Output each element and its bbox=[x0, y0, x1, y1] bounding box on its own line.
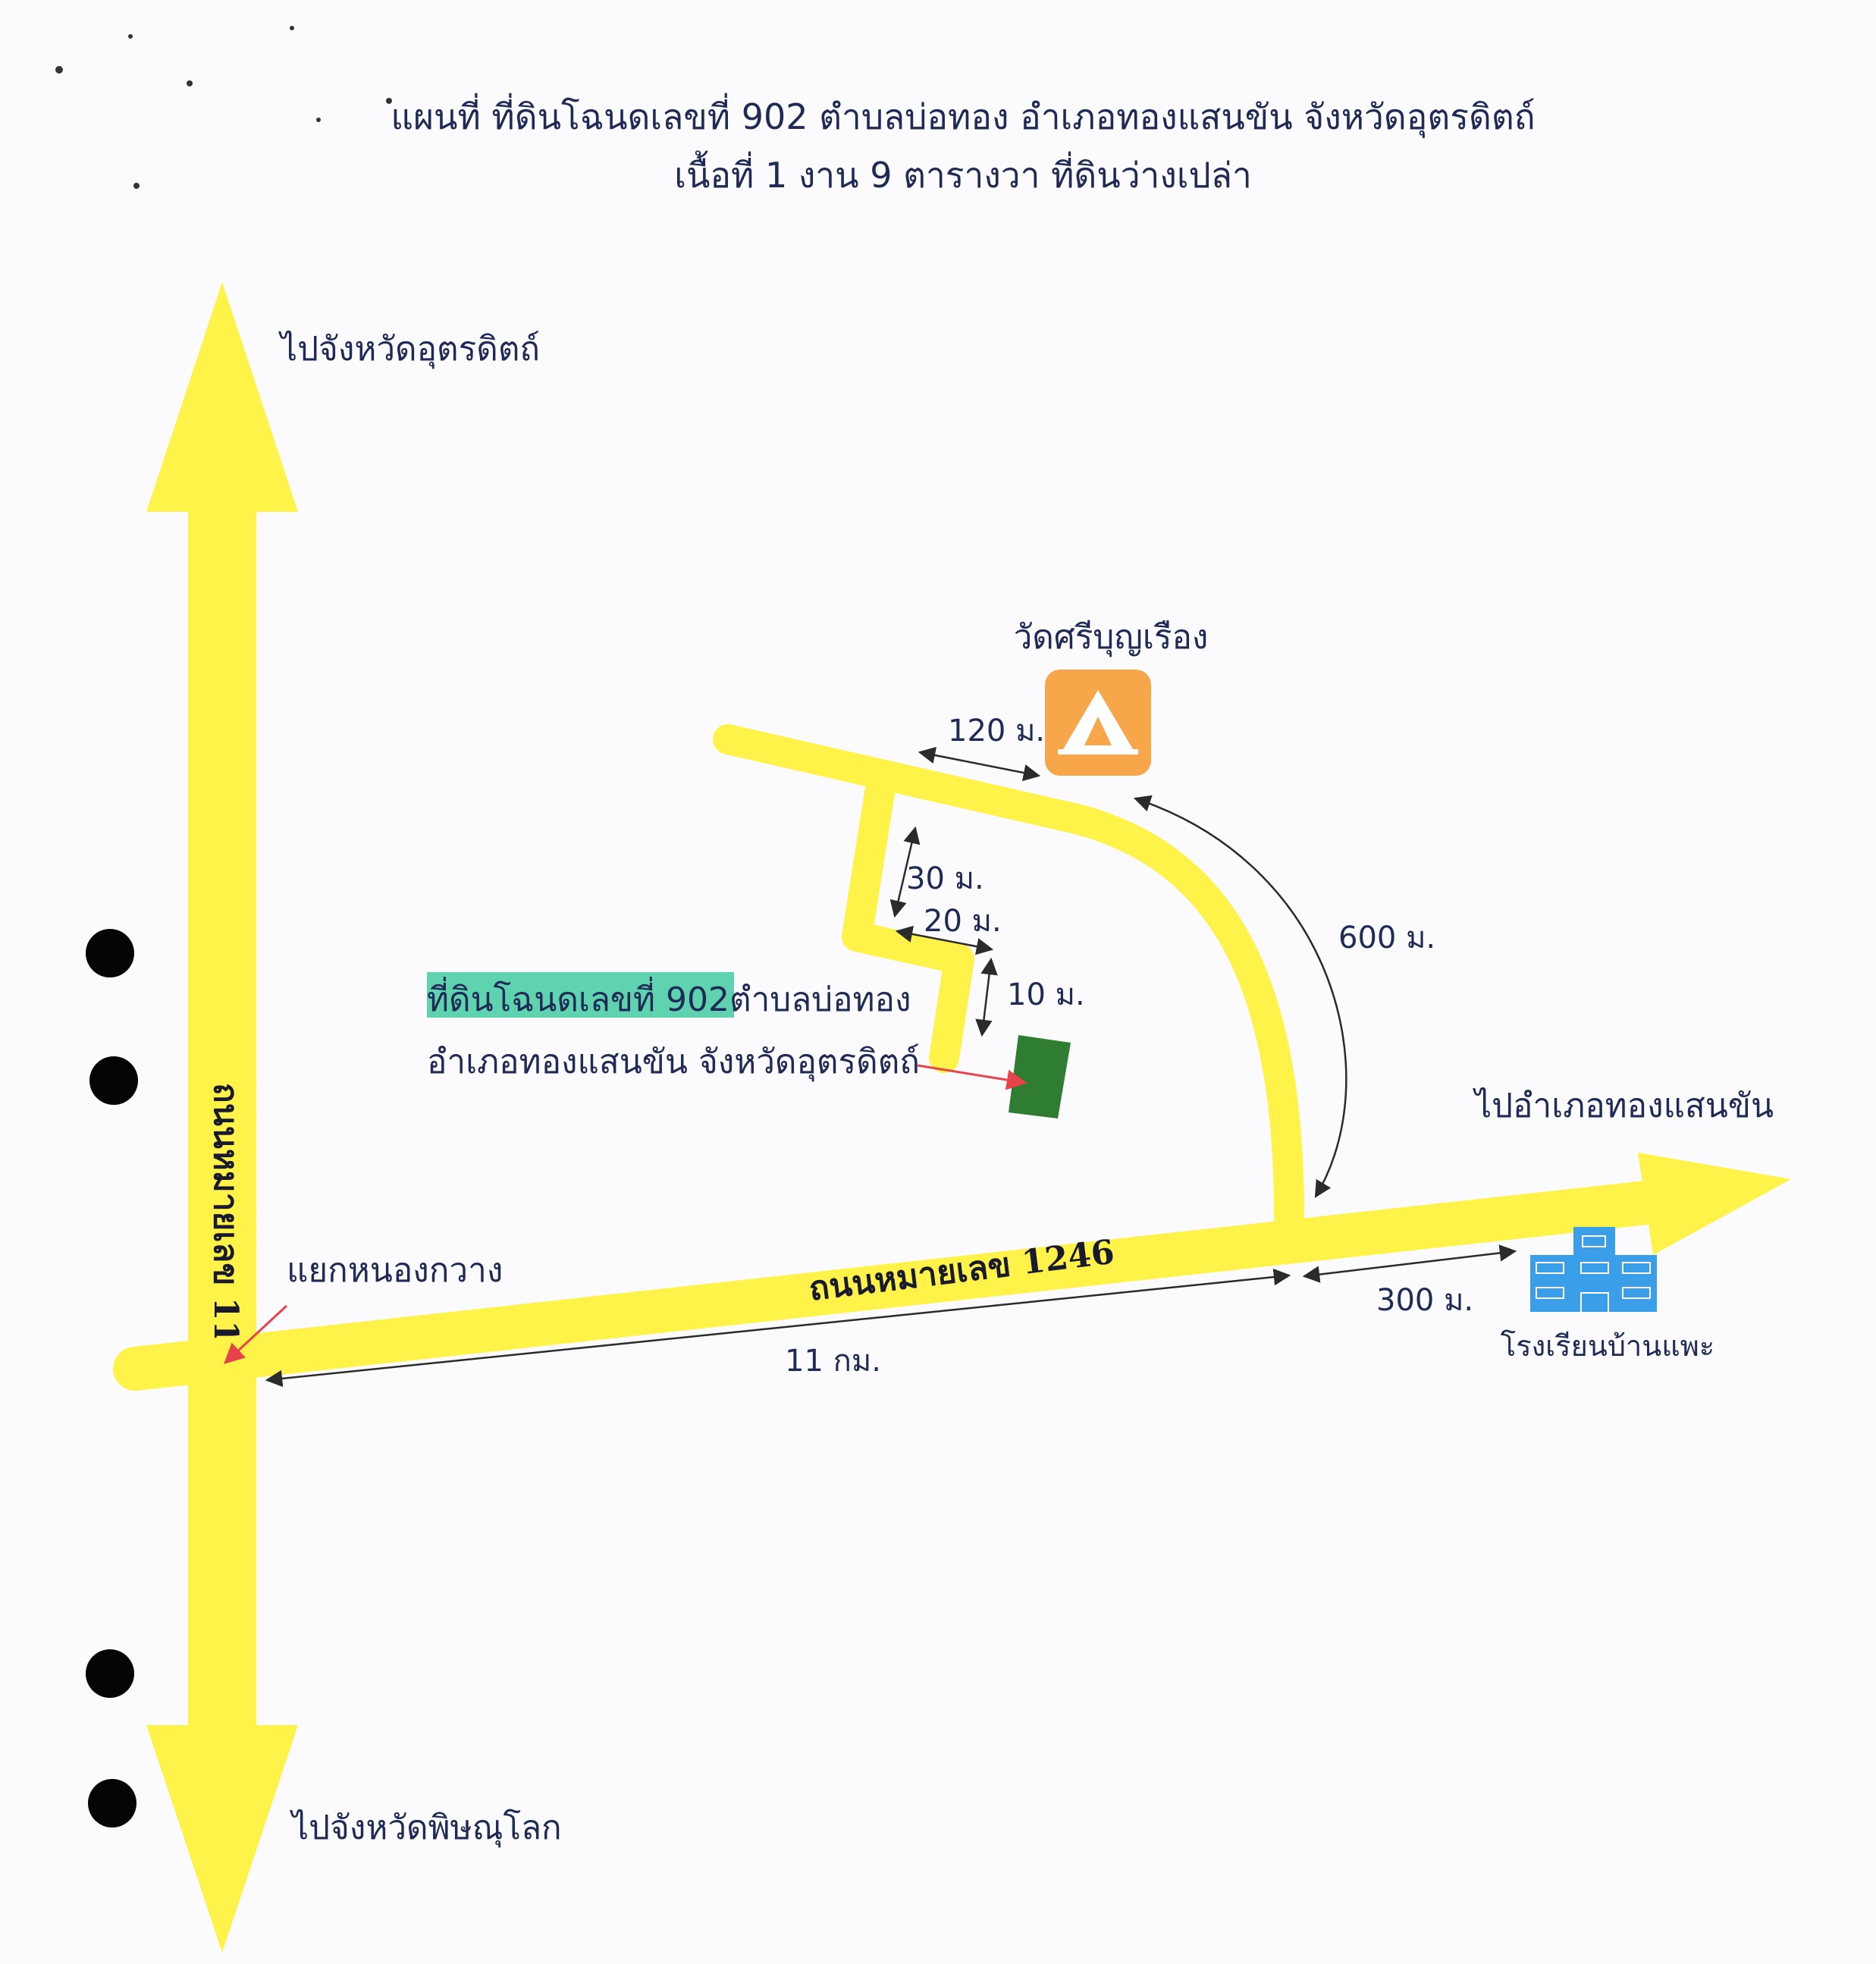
highway-11 bbox=[146, 282, 298, 1953]
distance-300m: 300 ม. bbox=[1376, 1283, 1473, 1318]
scan-speckles bbox=[55, 26, 392, 189]
distance-10m: 10 ม. bbox=[1007, 977, 1085, 1012]
highway-11-label: ถนนหมายเลข 11 bbox=[206, 1083, 245, 1344]
map-title-line2: เนื้อที่ 1 งาน 9 ตารางวา ที่ดินว่างเปล่า bbox=[674, 150, 1252, 196]
school-label: โรงเรียนบ้านแพะ bbox=[1501, 1329, 1714, 1363]
plot-label-line1-rest: ตำบลบ่อทอง bbox=[729, 980, 911, 1019]
distance-20m: 20 ม. bbox=[924, 904, 1002, 939]
dimension-lines bbox=[265, 746, 1517, 1388]
plot-label-highlight bbox=[427, 972, 734, 1018]
distance-600m: 600 ม. bbox=[1338, 921, 1435, 955]
binder-holes bbox=[86, 929, 138, 1828]
distance-120m: 120 ม. bbox=[948, 714, 1045, 748]
plot-label-line2: อำเภอทองแสนขัน จังหวัดอุตรดิตถ์ bbox=[427, 1043, 920, 1082]
temple-label: วัดศรีบุญเรือง bbox=[1014, 618, 1209, 657]
school-building-icon bbox=[1530, 1227, 1657, 1312]
direction-south-label: ไปจังหวัดพิษณุโลก bbox=[290, 1809, 562, 1848]
direction-north-label: ไปจังหวัดอุตรดิตถ์ bbox=[278, 330, 540, 369]
plot-label-line1-highlight: ที่ดินโฉนดเลขที่ 902 bbox=[427, 976, 729, 1019]
distance-11km: 11 กม. bbox=[785, 1344, 881, 1379]
land-plot bbox=[1009, 1035, 1071, 1118]
distance-30m: 30 ม. bbox=[906, 861, 984, 896]
direction-east-label: ไปอำเภอทองแสนขัน bbox=[1473, 1087, 1774, 1125]
tent-icon bbox=[1045, 670, 1151, 776]
junction-label: แยกหนองกวาง bbox=[287, 1251, 503, 1290]
plot-pointer-arrow bbox=[917, 1064, 1027, 1090]
map-title-line1: แผนที่ ที่ดินโฉนดเลขที่ 902 ตำบลบ่อทอง อ… bbox=[391, 93, 1535, 139]
